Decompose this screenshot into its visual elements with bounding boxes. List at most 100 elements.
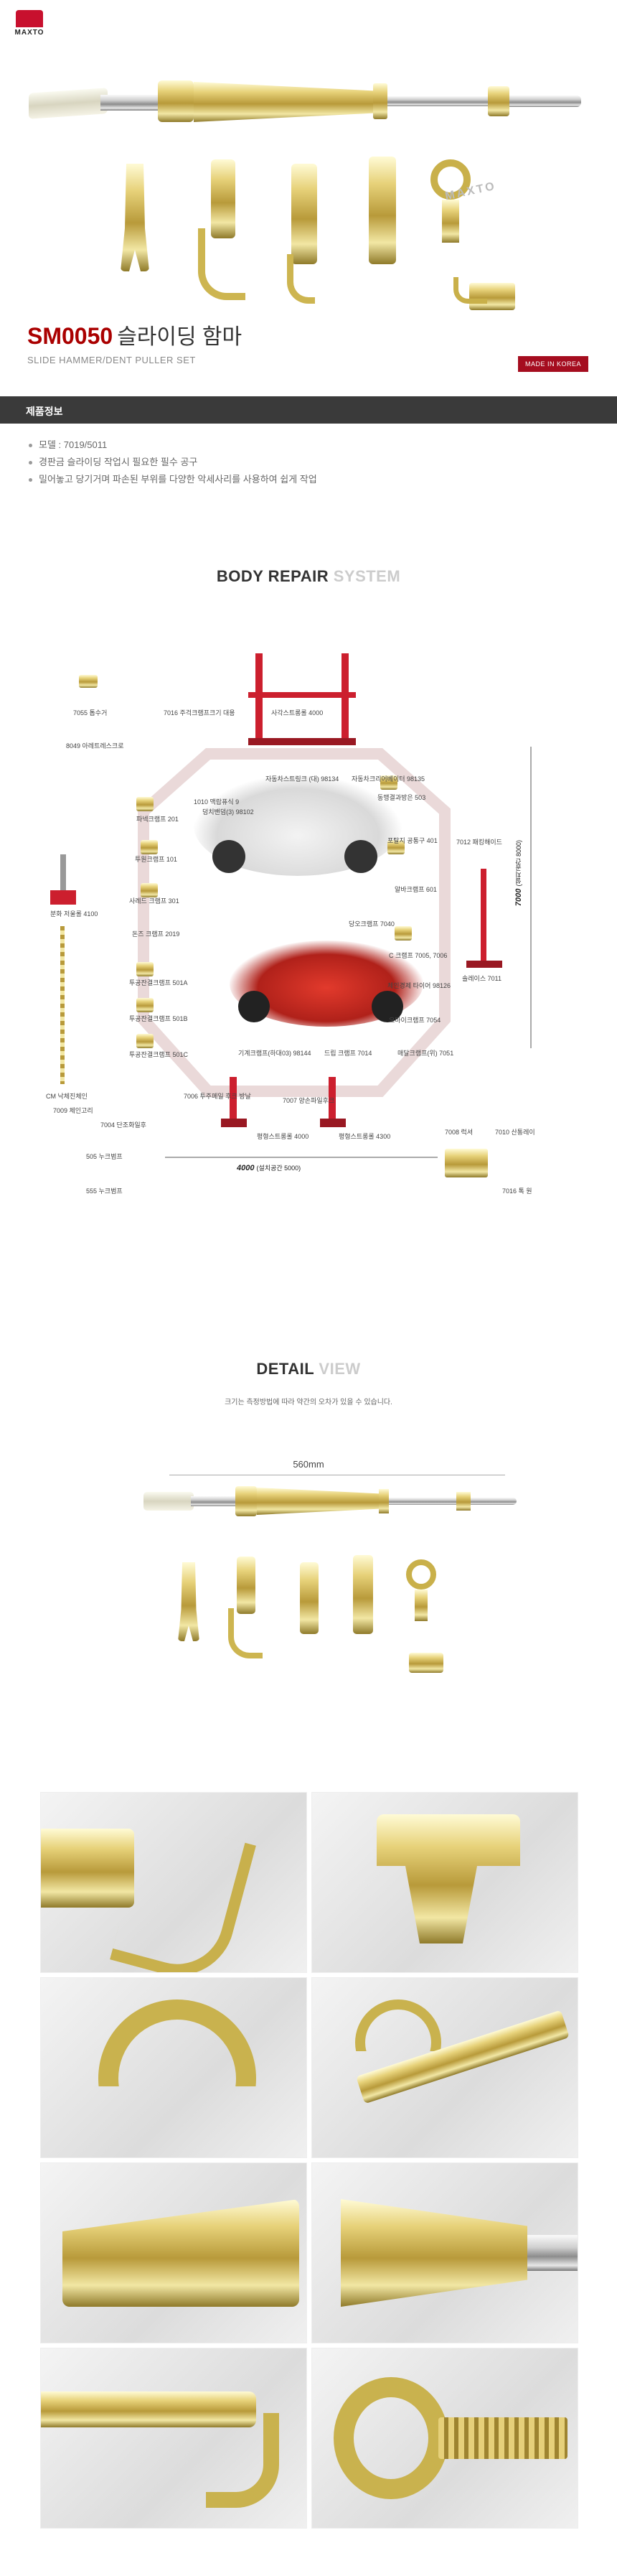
- detail-view-heading: DETAIL VIEW: [0, 1360, 617, 1378]
- detail-claw-image: [178, 1562, 199, 1641]
- length-measure: 560mm: [293, 1459, 324, 1470]
- part-label: 7012 패킹해이드: [456, 839, 502, 846]
- part-label: 분화 저울롤 4100: [50, 910, 98, 918]
- part-label: CM 낙체진체인: [46, 1093, 88, 1100]
- product-name-en: SLIDE HAMMER/DENT PULLER SET: [27, 355, 196, 365]
- eyebolt-attachment-image: [430, 159, 471, 200]
- detail-title-accent: VIEW: [319, 1360, 361, 1378]
- part-label: 매달크램프(위) 7051: [397, 1050, 454, 1057]
- clamp-icon: [136, 998, 154, 1012]
- detail-j-hook-image: [300, 1562, 319, 1634]
- part-label: 기계크램프(하대03) 98144: [238, 1050, 311, 1057]
- part-label: 동맹결과방은 503: [377, 794, 426, 801]
- part-label: 7016 톡 원: [502, 1187, 532, 1195]
- height-note: (설치공간 8000): [515, 840, 522, 887]
- clamp-icon: [141, 840, 158, 854]
- part-label: 투공잔결크램프 501B: [129, 1015, 188, 1022]
- part-label: 505 누크범프: [86, 1153, 123, 1160]
- part-label: 8049 아레트레스크로: [66, 742, 124, 750]
- part-label: 체인경제 타이어 98126: [387, 982, 451, 989]
- width-value: 4000: [237, 1164, 255, 1172]
- square-stand-image: [248, 653, 356, 747]
- part-label: 투공잔결크램프 501C: [129, 1051, 188, 1058]
- part-label: 7007 양손파일후크: [283, 1097, 335, 1104]
- flat-stand-image: [221, 1077, 247, 1127]
- part-label: 사각스트롱롤 4000: [271, 709, 324, 717]
- part-label: 드립 크램프 7014: [324, 1050, 372, 1057]
- detail-offset-hook-image: [353, 1555, 373, 1634]
- logo-text: MAXTO: [14, 29, 44, 37]
- solace-stand-image: [466, 869, 502, 969]
- part-label: 7006 투주페일 후크 방날: [184, 1093, 251, 1100]
- product-info-header: 제품정보: [0, 396, 617, 424]
- product-info-title: 제품정보: [26, 406, 63, 417]
- flat-stand-image: [320, 1077, 346, 1127]
- clamp-icon: [79, 675, 98, 688]
- body-repair-title-main: BODY REPAIR: [216, 567, 329, 585]
- logo-mark-icon: [16, 10, 43, 27]
- j-hook-attachment-image: [291, 164, 317, 264]
- closeup-photo-eyebolt: [311, 2348, 578, 2529]
- closeup-photo-claw: [311, 1792, 578, 1973]
- clamp-icon: [141, 883, 158, 897]
- body-repair-heading: BODY REPAIR SYSTEM: [0, 567, 617, 586]
- clamp-icon: [136, 962, 154, 976]
- system-frame-outline: [138, 747, 532, 1158]
- part-label: 555 누크범프: [86, 1187, 123, 1195]
- closeup-photo-hammer-body: [311, 2162, 578, 2343]
- part-label: 돈즈 크램프 2019: [132, 930, 180, 938]
- product-model: SM0050: [27, 323, 113, 349]
- closeup-photo-hook-tip: [40, 1792, 307, 1973]
- detail-note: 크기는 측정방법에 따라 약간의 오차가 있을 수 있습니다.: [225, 1399, 392, 1406]
- width-note: (설치공간 5000): [256, 1165, 301, 1172]
- part-label: 사레드 크램프 301: [129, 897, 179, 905]
- info-item: 경판금 슬라이딩 작업시 필요한 필수 공구: [29, 454, 588, 471]
- hero-image: MAXTO MAXTO: [0, 0, 617, 316]
- detail-hook-image: [237, 1557, 255, 1614]
- part-label: 평형스트롱롤 4300: [339, 1133, 391, 1140]
- info-item: 모델 : 7019/5011: [29, 437, 588, 454]
- height-value: 7000: [514, 888, 523, 907]
- detail-eyebolt-image: [406, 1559, 436, 1590]
- product-name-ko: 슬라이딩 함마: [117, 325, 242, 349]
- part-label: 7010 산통레이: [495, 1129, 535, 1136]
- part-label: 자동차크리어베이터 98135: [352, 775, 425, 783]
- part-label: 파넥크램프 201: [136, 816, 179, 823]
- part-label: 오마이크램프 7054: [389, 1017, 441, 1024]
- part-label: 7004 단조화일후: [100, 1121, 146, 1129]
- closeup-photo-j-hook-tip: [40, 2348, 307, 2529]
- height-dimension: 7000 (설치공간 8000): [514, 840, 523, 906]
- body-repair-title-accent: SYSTEM: [333, 567, 401, 585]
- part-label: C 크램프 7005, 7006: [389, 952, 448, 959]
- clamp-icon: [380, 775, 397, 790]
- brand-logo: MAXTO: [13, 10, 46, 39]
- width-dimension: 4000 (설치공간 5000): [237, 1163, 301, 1172]
- slide-hammer-image: [29, 78, 588, 128]
- part-label: 7009 체인고리: [53, 1107, 93, 1114]
- claw-attachment-image: [121, 164, 149, 271]
- product-info-list: 모델 : 7019/5011 경판금 슬라이딩 작업시 필요한 필수 공구 밀어…: [29, 437, 588, 488]
- offset-hook-attachment-image: [369, 157, 396, 264]
- part-label: 1010 맥랍퓨식 9: [194, 798, 240, 806]
- jack-stand-image: [50, 854, 76, 905]
- part-label: 투공잔결크램프 501A: [129, 979, 188, 986]
- part-label: 자동차스트링크 (대) 98134: [265, 775, 339, 783]
- part-label: 포탈지 공통구 401: [387, 837, 438, 844]
- detail-slide-hammer-image: [143, 1483, 517, 1519]
- part-label: 7016 주걱크램프크기 대용: [164, 709, 235, 717]
- closeup-photo-flat-edge: [40, 2162, 307, 2343]
- part-label: 알바크램프 601: [395, 886, 437, 893]
- body-repair-diagram: 7055 톱수거 7016 주걱크램프크기 대용 사각스트롱롤 4000 804…: [43, 646, 574, 1213]
- clamp-icon: [387, 840, 405, 854]
- clamp-icon: [445, 1149, 488, 1177]
- detail-pull-hook-image: [409, 1653, 443, 1673]
- detail-title-main: DETAIL: [256, 1360, 314, 1378]
- info-item: 밀어놓고 당기거며 파손된 부위를 다양한 악세사리를 사용하여 쉽게 작업: [29, 471, 588, 488]
- part-label: 덩치밴덤(3) 98102: [202, 808, 254, 816]
- clamp-icon: [136, 1034, 154, 1048]
- part-label: 솔레이스 7011: [462, 975, 501, 982]
- made-in-korea-badge: MADE IN KOREA: [517, 356, 588, 372]
- part-label: 평형스트롱롤 4000: [257, 1133, 309, 1140]
- closeup-photo-hook-curve: [40, 1977, 307, 2158]
